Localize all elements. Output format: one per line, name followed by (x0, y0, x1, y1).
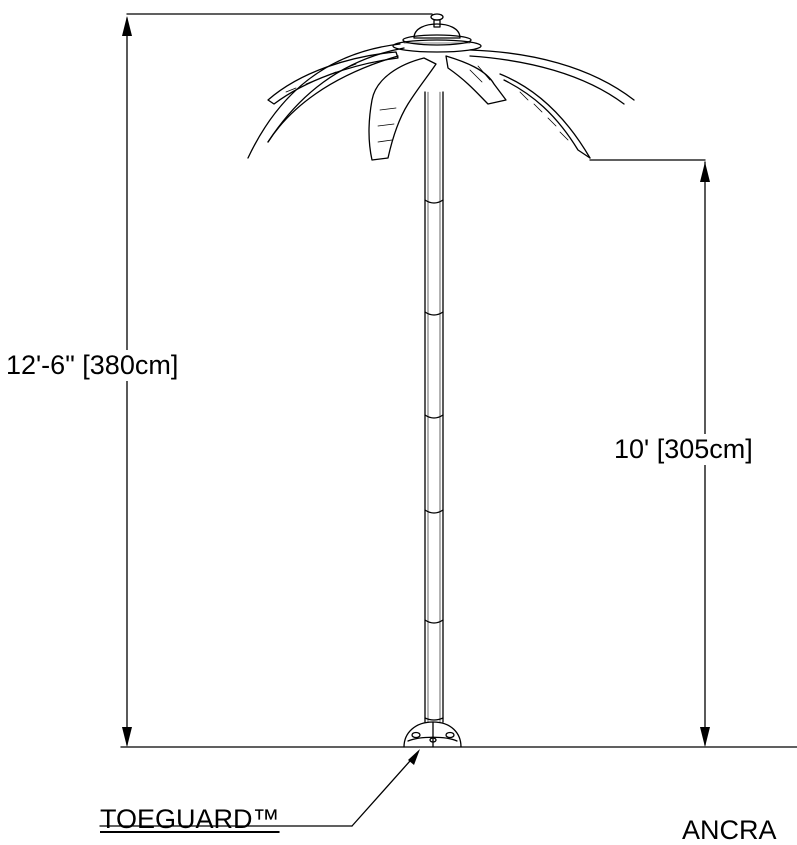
palm-trunk (424, 91, 444, 723)
overall-height-label: 12'-6" [380cm] (4, 350, 181, 381)
frond-front-left (368, 57, 437, 161)
canopy-clearance-label: 10' [305cm] (612, 434, 755, 465)
frond-far-right (499, 73, 591, 159)
frond-right-upper (469, 49, 635, 105)
frond-front-center (445, 55, 507, 105)
anchor-label: ANCRA (682, 815, 777, 845)
crown-cap (392, 13, 482, 53)
frond-left-upper (267, 51, 399, 105)
toeguard-base (403, 721, 462, 748)
overall-height-dimension (122, 13, 433, 747)
toeguard-leader (99, 749, 420, 827)
toeguard-label: TOEGUARD™ (100, 804, 280, 834)
